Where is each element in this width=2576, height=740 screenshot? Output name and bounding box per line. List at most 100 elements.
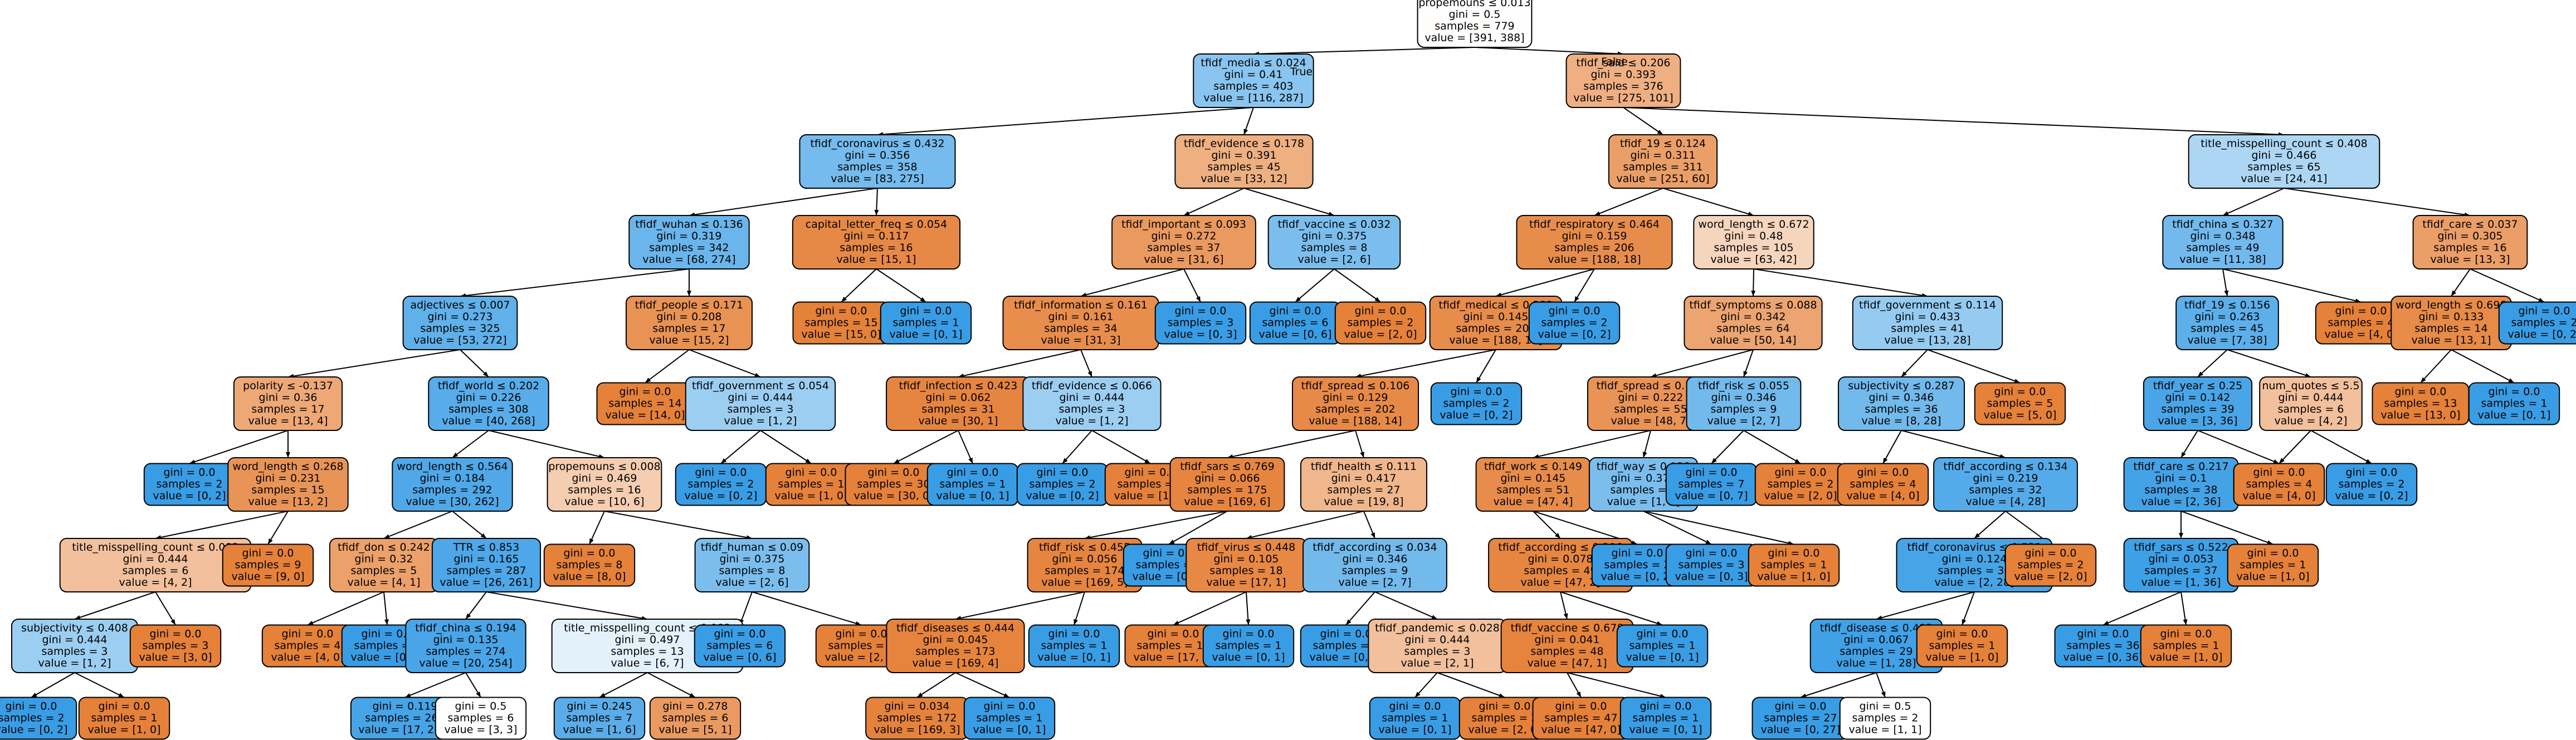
node-text-line: gini = 0.278 [662,700,728,713]
node-text-line: gini = 0.0 [1037,467,1089,479]
node-text-line: samples = 1 [976,712,1042,724]
tree-edge [1533,430,1651,458]
node-text-line: gini = 0.067 [1843,634,1909,646]
tree-edge [287,349,461,378]
tree-edge [1374,591,1438,620]
tree-edge [1662,188,1754,216]
node-box [628,215,750,269]
node-text-line: value = [1, 2] [1056,415,1129,427]
arrowhead [589,538,594,545]
node-text-line: gini = 0.119 [372,700,437,713]
node-text-line: value = [30, 262] [406,496,499,508]
node-text-line: samples = 6 [1313,640,1379,652]
node-text-line: value = [4, 2] [119,576,192,589]
node-text-line: tfidf_pandemic ≤ 0.028 [1375,622,1500,634]
node-text-line: gini = 0.0 [1355,305,1407,317]
tree-edge [1533,511,1561,539]
node-text-line: value = [2, 0] [1764,490,1837,502]
node-text-line: samples = 16 [568,484,641,496]
arrowhead [874,209,879,215]
arrowhead [754,373,760,378]
node-text-line: gini = 0.0 [786,467,837,479]
node-text-line: value = [3, 0] [139,651,212,664]
arrowhead [1184,211,1190,215]
node-text-line: value = [0, 2] [0,724,67,736]
tree-edge [1183,268,1201,302]
node-text-line: gini = 0.393 [1591,68,1656,81]
node-box [1684,296,1823,350]
node-text-line: gini = 0.0 [362,628,413,640]
tree-edge [1974,511,2006,539]
node-text-line: samples = 175 [1187,484,1267,496]
node-text-line: tfidf_government ≤ 0.114 [1859,299,1996,311]
node-box [1169,457,1285,512]
arrowhead [1642,452,1647,458]
node-text-line: tfidf_wuhan ≤ 0.136 [635,218,743,231]
tree-edge [841,268,877,303]
node-text-line: gini = 0.0 [868,467,920,479]
node-text-line: gini = 0.466 [2251,149,2316,161]
node-text-line: tfidf_spread ≤ 0.106 [1301,380,1410,392]
node-text-line: gini = 0.0 [1320,628,1372,640]
node-text-line: value = [11, 38] [2179,253,2266,266]
node-text-line: value = [15, 0] [801,329,881,341]
node-box [1334,301,1427,345]
node-text-line: gini = 0.0 [714,628,766,640]
tree-edge [1080,268,1184,297]
arrowhead [2508,378,2514,383]
node-text-line: samples = 2 [1347,317,1413,329]
node-box [685,376,836,431]
node-text-line: gini = 0.444 [1059,391,1124,404]
node-text-line: value = [1, 0] [2237,571,2310,583]
node-text-line: gini = 0.263 [2194,311,2260,323]
node-box [792,215,961,269]
arrowhead [2267,540,2273,545]
arrowhead [841,296,847,302]
node-text-line: gini = 0.0 [99,700,150,713]
node-text-line: samples = 2 [1443,398,1509,410]
node-text-line: samples = 5 [350,565,417,577]
node-text-line: value = [20, 254] [419,657,512,669]
node-text-line: samples = 342 [649,242,729,254]
node-box [2233,463,2325,506]
node-text-line: samples = 4 [1610,484,1676,496]
node-text-line: gini = 0.1 [2155,472,2207,484]
node-text-line: value = [1, 6] [563,724,636,736]
node-box [2227,543,2319,587]
node-text-line: value = [50, 14] [1710,334,1796,346]
node-text-line: gini = 0.5 [1860,700,1911,713]
node-text-line: samples = 6 [2277,403,2344,415]
node-text-line: value = [2, 6] [716,576,789,589]
node-text-line: samples = 1 [1215,640,1281,652]
tree-edge [958,349,1081,378]
tree-edge [1074,591,1085,625]
node-text-line: tfidf_work ≤ 0.149 [1484,460,1582,473]
node-text-line: gini = 0.056 [1052,553,1117,565]
arrowhead [31,693,37,698]
node-text-line: tfidf_according ≤ 0.134 [1943,460,2067,473]
node-text-line: value = [5, 1] [659,724,732,736]
node-text-line: samples = 8 [719,565,785,577]
node-text-line: value = [0, 2] [685,490,758,502]
node-text-line: gini = 0.0 [2335,305,2387,317]
node-text-line: gini = 0.041 [1534,634,1599,646]
node-box [1852,296,2003,350]
node-box [1022,376,1162,431]
node-text-line: samples = 1 [2240,559,2306,571]
node-box [626,296,753,350]
node-text-line: gini = 0.133 [2418,311,2484,323]
